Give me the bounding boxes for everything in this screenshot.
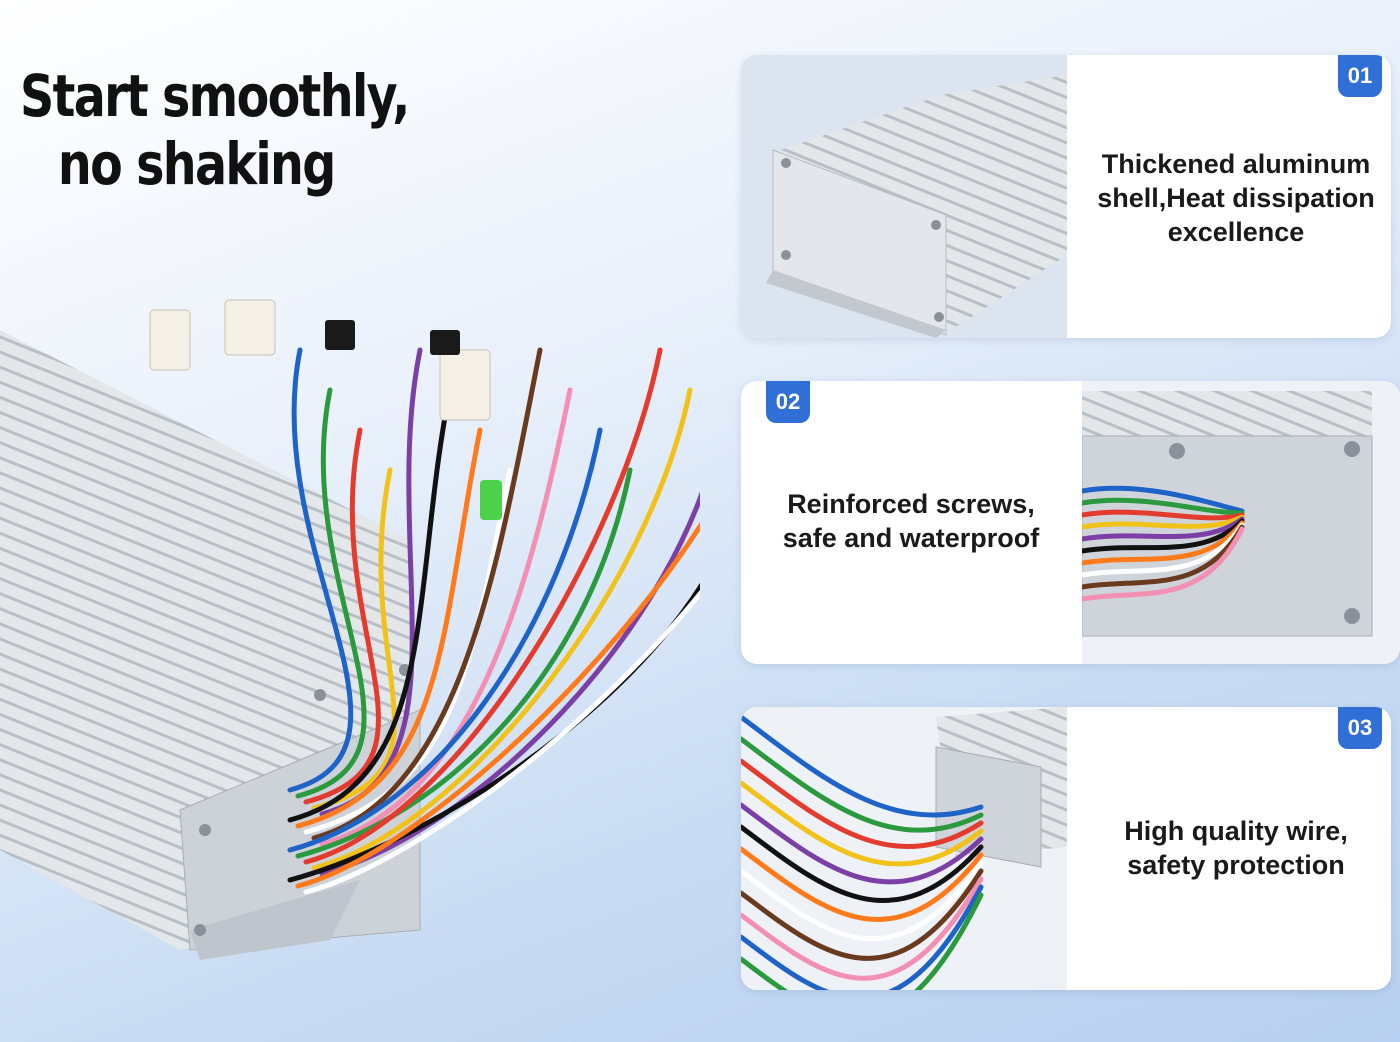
feature-number-badge-3: 03 [1338, 707, 1382, 749]
feature-card-3: 03 High quality wire, safety protection [741, 707, 1391, 990]
wire [311, 387, 693, 871]
wire [303, 427, 381, 805]
headline-line-2: no shaking [57, 130, 336, 198]
wire [1079, 509, 1245, 521]
wire [1079, 514, 1245, 530]
wire [311, 467, 397, 811]
wire [741, 758, 984, 850]
headline: Start smoothly, no shaking [20, 62, 410, 198]
wire [741, 846, 984, 922]
connector-plug [149, 309, 191, 371]
feature-number-badge-1: 01 [1338, 55, 1382, 97]
wire [741, 824, 984, 903]
wire [1079, 524, 1245, 590]
wire-quality-image [741, 707, 1067, 990]
feature-number-badge-2: 02 [766, 381, 810, 423]
caption-line: safety protection [1127, 850, 1345, 880]
wire [741, 802, 984, 885]
caption-line: High quality wire, [1124, 816, 1348, 846]
feature-caption-1: Thickened aluminum shell,Heat dissipatio… [1081, 147, 1391, 249]
connector-plug [439, 349, 491, 421]
wire [1079, 520, 1245, 566]
wire [1079, 526, 1245, 602]
wire [319, 491, 700, 877]
wire [295, 427, 483, 829]
wire-bundle [287, 347, 700, 895]
feature-photo-3 [741, 707, 1067, 990]
wire [311, 347, 543, 841]
wire [287, 347, 354, 793]
feature-photo-1 [741, 55, 1067, 338]
caption-line: safe and waterproof [782, 523, 1040, 553]
connector-plug [430, 330, 460, 355]
feature-caption-3: High quality wire, safety protection [1081, 814, 1391, 882]
wire [287, 427, 603, 853]
aluminum-shell-image [741, 55, 1067, 338]
caption-line: excellence [1167, 217, 1305, 247]
wire [303, 589, 700, 895]
wire [1079, 518, 1245, 554]
wire [741, 868, 984, 961]
wire [319, 387, 573, 847]
screw-icon [314, 689, 326, 701]
wire [1079, 516, 1245, 542]
wire [295, 521, 700, 889]
wire [741, 714, 984, 818]
mounting-bracket [190, 880, 360, 960]
caption-line: Thickened aluminum [1101, 149, 1371, 179]
feature-card-1: 01 Thickened aluminum shell,Heat dissipa… [741, 55, 1391, 338]
connector-plug [325, 320, 355, 350]
wire [1079, 497, 1245, 516]
feature-photo-2 [1079, 381, 1400, 664]
caption-line: Reinforced screws, [787, 489, 1035, 519]
wire [1079, 485, 1245, 514]
wire [741, 892, 984, 990]
wire [295, 387, 367, 799]
wire [303, 347, 663, 865]
wire [741, 860, 984, 942]
feature-card-2: 02 Reinforced screws, safe and waterproo… [741, 381, 1400, 664]
connector-plug [480, 480, 502, 520]
wire [295, 467, 633, 859]
wire [741, 780, 984, 867]
wire [741, 736, 984, 833]
controller-main-image [0, 299, 700, 960]
connector-plug [224, 299, 276, 356]
screw-icon [199, 824, 211, 836]
wire [741, 884, 984, 990]
wire [287, 387, 453, 823]
caption-line: shell,Heat dissipation [1097, 183, 1375, 213]
feature-caption-2: Reinforced screws, safe and waterproof [761, 487, 1061, 555]
wire [741, 876, 984, 981]
wire [1079, 522, 1245, 578]
wire [303, 467, 513, 835]
reinforced-screws-image [1079, 381, 1400, 664]
screw-icon [194, 924, 206, 936]
headline-line-1: Start smoothly, [20, 62, 410, 130]
